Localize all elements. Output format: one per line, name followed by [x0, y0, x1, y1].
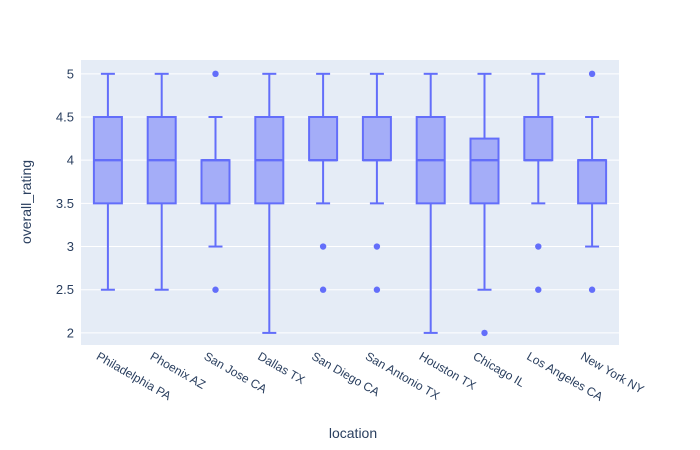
y-axis-title: overall_rating	[18, 159, 34, 245]
box-group[interactable]	[361, 72, 392, 293]
box-group[interactable]	[146, 72, 177, 291]
y-tick-label: 4.5	[56, 110, 74, 125]
outlier-point[interactable]	[373, 286, 381, 293]
outlier-point[interactable]	[212, 286, 219, 293]
box-group[interactable]	[254, 72, 285, 334]
iqr-box[interactable]	[577, 159, 608, 205]
y-tick-label: 3	[67, 239, 74, 254]
outlier-point[interactable]	[588, 286, 596, 293]
outlier-point[interactable]	[212, 70, 219, 78]
y-tick-label: 2.5	[56, 282, 74, 297]
iqr-box[interactable]	[361, 116, 392, 162]
box-group[interactable]	[523, 72, 554, 293]
iqr-box[interactable]	[523, 116, 554, 162]
y-tick-label: 5	[67, 66, 74, 81]
iqr-box[interactable]	[200, 159, 231, 205]
iqr-box[interactable]	[308, 116, 339, 162]
box-group[interactable]	[415, 72, 446, 334]
x-tick-label: Chicago IL	[471, 349, 528, 390]
outlier-point[interactable]	[319, 286, 327, 293]
outlier-point[interactable]	[373, 243, 381, 250]
y-tick-label: 2	[67, 325, 74, 340]
box-group[interactable]	[577, 70, 608, 293]
y-tick-label: 4	[67, 153, 74, 168]
outlier-point[interactable]	[535, 243, 542, 250]
outlier-point[interactable]	[319, 243, 327, 250]
x-axis-title: location	[328, 425, 378, 441]
box-group[interactable]	[92, 72, 123, 291]
outlier-point[interactable]	[481, 329, 488, 337]
y-tick-label: 3.5	[56, 196, 74, 211]
box-group[interactable]	[469, 72, 500, 337]
outlier-point[interactable]	[535, 286, 542, 293]
box-group[interactable]	[308, 72, 339, 293]
outlier-point[interactable]	[588, 70, 596, 78]
iqr-box[interactable]	[469, 137, 500, 205]
box-group[interactable]	[200, 70, 231, 293]
